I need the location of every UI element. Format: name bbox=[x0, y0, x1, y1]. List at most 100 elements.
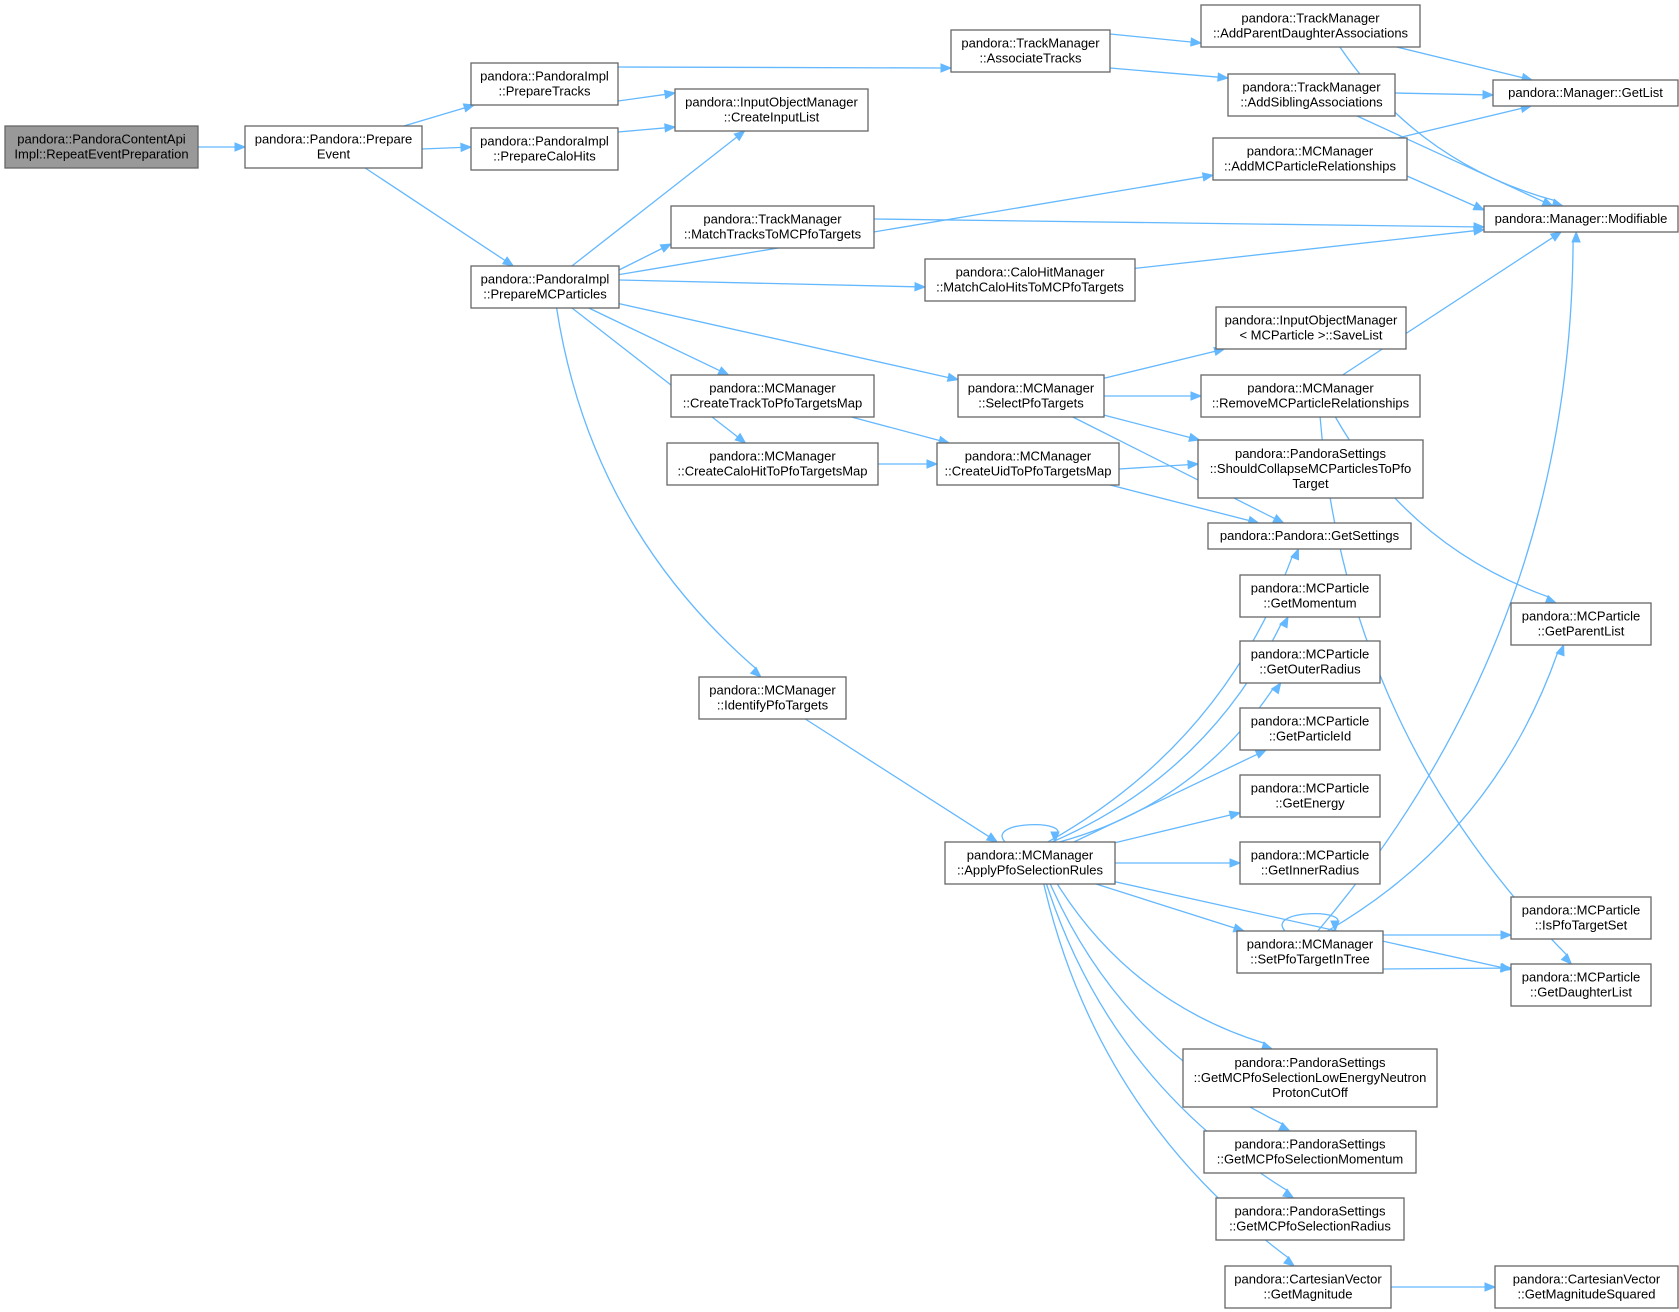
node-createTrackMap[interactable]: pandora::MCManager::CreateTrackToPfoTarg… bbox=[670, 374, 875, 418]
node-createCaloMap[interactable]: pandora::MCManager::CreateCaloHitToPfoTa… bbox=[666, 442, 879, 486]
node-prepareCaloHits[interactable]: pandora::PandoraImpl::PrepareCaloHits bbox=[470, 127, 619, 171]
node-identifyPfo[interactable]: pandora::MCManager::IdentifyPfoTargets bbox=[698, 676, 847, 720]
node-removeMCRel[interactable]: pandora::MCManager::RemoveMCParticleRela… bbox=[1200, 374, 1421, 418]
node-getMagnitude[interactable]: pandora::CartesianVector::GetMagnitude bbox=[1224, 1265, 1392, 1309]
edge-line bbox=[804, 718, 990, 838]
node-setPfoTarget[interactable]: pandora::MCManager::SetPfoTargetInTree bbox=[1236, 930, 1384, 974]
node-getDaughterList[interactable]: pandora::MCParticle::GetDaughterList bbox=[1510, 963, 1652, 1007]
edge-arrowhead bbox=[1279, 615, 1289, 629]
edge-arrowhead bbox=[234, 142, 247, 152]
edge-selectPfo-to-saveList bbox=[1103, 346, 1226, 379]
node-box bbox=[1215, 306, 1407, 350]
node-label-line: ::GetOuterRadius bbox=[1259, 662, 1361, 677]
node-label-line: ::AddParentDaughterAssociations bbox=[1213, 26, 1409, 41]
node-selectPfo[interactable]: pandora::MCManager::SelectPfoTargets bbox=[957, 374, 1105, 418]
node-label-line: ::PrepareMCParticles bbox=[483, 287, 607, 302]
node-applyPfo[interactable]: pandora::MCManager::ApplyPfoSelectionRul… bbox=[944, 841, 1116, 885]
node-box bbox=[1212, 137, 1408, 181]
edge-arrowhead bbox=[1500, 930, 1513, 940]
node-label-line: Target bbox=[1292, 476, 1329, 491]
edge-line bbox=[403, 106, 466, 127]
edge-addParentDaughter-to-getList bbox=[1396, 46, 1534, 83]
edge-line bbox=[1319, 416, 1569, 957]
node-getMagSquared[interactable]: pandora::CartesianVector::GetMagnitudeSq… bbox=[1494, 1265, 1679, 1309]
node-prepareMCParticles[interactable]: pandora::PandoraImpl::PrepareMCParticles bbox=[470, 265, 620, 309]
edge-arrowhead bbox=[1188, 432, 1201, 442]
node-isPfoTargetSet[interactable]: pandora::MCParticle::IsPfoTargetSet bbox=[1510, 896, 1652, 940]
node-label-line: pandora::InputObjectManager bbox=[1225, 313, 1398, 328]
edge-createCaloMap-to-createUidMap bbox=[877, 459, 939, 469]
node-prepareTracks[interactable]: pandora::PandoraImpl::PrepareTracks bbox=[470, 62, 619, 106]
node-label-line: pandora::PandoraContentApi bbox=[17, 132, 186, 147]
node-label-line: pandora::MCParticle bbox=[1251, 647, 1370, 662]
node-getInnerRadius[interactable]: pandora::MCParticle::GetInnerRadius bbox=[1239, 841, 1381, 885]
node-label-line: pandora::MCParticle bbox=[1251, 848, 1370, 863]
edge-line bbox=[1406, 175, 1477, 207]
edge-arrowhead bbox=[1270, 681, 1282, 695]
edge-arrowhead bbox=[462, 103, 476, 113]
node-getSelMomentum[interactable]: pandora::PandoraSettings::GetMCPfoSelect… bbox=[1203, 1130, 1417, 1174]
node-label-line: pandora::Manager::Modifiable bbox=[1495, 211, 1668, 226]
edge-associateTracks-to-addSibling bbox=[1109, 67, 1230, 82]
edge-arrowhead bbox=[1282, 1188, 1295, 1199]
edge-applyPfo-to-getEnergy bbox=[1114, 810, 1242, 844]
edge-line bbox=[1382, 967, 1503, 970]
node-modifiable[interactable]: pandora::Manager::Modifiable bbox=[1483, 205, 1679, 233]
node-getSettings[interactable]: pandora::Pandora::GetSettings bbox=[1207, 522, 1412, 550]
node-label-line: pandora::Manager::GetList bbox=[1508, 85, 1663, 100]
node-label-line: pandora::MCParticle bbox=[1522, 903, 1641, 918]
node-label-line: pandora::TrackManager bbox=[1242, 80, 1381, 95]
node-createUidMap[interactable]: pandora::MCManager::CreateUidToPfoTarget… bbox=[936, 442, 1120, 486]
edge-arrowhead bbox=[460, 142, 473, 153]
node-getSelRadius[interactable]: pandora::PandoraSettings::GetMCPfoSelect… bbox=[1215, 1197, 1405, 1241]
node-getOuterRadius[interactable]: pandora::MCParticle::GetOuterRadius bbox=[1239, 640, 1381, 684]
node-label-line: pandora::PandoraSettings bbox=[1234, 1137, 1386, 1152]
node-matchTracks[interactable]: pandora::TrackManager::MatchTracksToMCPf… bbox=[670, 205, 875, 249]
edge-arrowhead bbox=[1473, 226, 1486, 236]
node-addSibling[interactable]: pandora::TrackManager::AddSiblingAssocia… bbox=[1227, 73, 1396, 117]
edge-prepareMCParticles-to-selectPfo bbox=[618, 302, 960, 382]
node-label-line: pandora::MCManager bbox=[709, 683, 836, 698]
edge-prepareCaloHits-to-createInputList bbox=[617, 123, 677, 133]
node-addParentDaughter[interactable]: pandora::TrackManager::AddParentDaughter… bbox=[1200, 4, 1421, 48]
node-label-line: pandora::Pandora::GetSettings bbox=[1220, 528, 1400, 543]
node-getList[interactable]: pandora::Manager::GetList bbox=[1492, 79, 1679, 107]
edge-arrowhead bbox=[1283, 1255, 1296, 1267]
node-box bbox=[950, 29, 1111, 73]
edge-selectPfo-to-shouldCollapse bbox=[1103, 414, 1201, 442]
node-label-line: pandora::PandoraImpl bbox=[480, 134, 609, 149]
node-box bbox=[924, 258, 1136, 302]
node-label-line: pandora::Pandora::Prepare bbox=[255, 132, 413, 147]
node-getEnergy[interactable]: pandora::MCParticle::GetEnergy bbox=[1239, 774, 1381, 818]
edge-arrowhead bbox=[1272, 514, 1285, 524]
edge-prepareTracks-to-createInputList bbox=[617, 89, 677, 102]
node-box bbox=[1492, 79, 1679, 107]
edge-line bbox=[1317, 240, 1574, 932]
edge-applyPfo-to-getOuterRadius bbox=[1059, 681, 1282, 843]
node-saveList[interactable]: pandora::InputObjectManager< MCParticle … bbox=[1215, 306, 1407, 350]
node-createInputList[interactable]: pandora::InputObjectManager::CreateInput… bbox=[674, 88, 869, 132]
node-shouldCollapse[interactable]: pandora::PandoraSettings::ShouldCollapse… bbox=[1197, 439, 1424, 499]
edge-line bbox=[555, 307, 757, 670]
node-label-line: pandora::MCParticle bbox=[1251, 781, 1370, 796]
node-box bbox=[1239, 640, 1381, 684]
edge-line bbox=[588, 307, 721, 372]
node-label-line: pandora::MCManager bbox=[968, 381, 1095, 396]
node-label-line: ::GetMCPfoSelectionRadius bbox=[1229, 1219, 1391, 1234]
node-root[interactable]: pandora::PandoraContentApiImpl::RepeatEv… bbox=[4, 125, 199, 169]
node-getMomentum[interactable]: pandora::MCParticle::GetMomentum bbox=[1239, 574, 1381, 618]
node-box bbox=[957, 374, 1105, 418]
node-label-line: ::AddSiblingAssociations bbox=[1240, 95, 1383, 110]
node-getLowEnergy[interactable]: pandora::PandoraSettings::GetMCPfoSelect… bbox=[1182, 1048, 1438, 1108]
edge-applyPfo-to-setPfoTarget bbox=[1095, 883, 1246, 933]
node-label-line: ::RemoveMCParticleRelationships bbox=[1212, 396, 1410, 411]
node-label-line: pandora::MCParticle bbox=[1522, 609, 1641, 624]
node-label-line: pandora::PandoraSettings bbox=[1234, 1204, 1386, 1219]
node-matchCaloHits[interactable]: pandora::CaloHitManager::MatchCaloHitsTo… bbox=[924, 258, 1136, 302]
node-getParticleId[interactable]: pandora::MCParticle::GetParticleId bbox=[1239, 707, 1381, 751]
node-associateTracks[interactable]: pandora::TrackManager::AssociateTracks bbox=[950, 29, 1111, 73]
node-addMCRel[interactable]: pandora::MCManager::AddMCParticleRelatio… bbox=[1212, 137, 1408, 181]
node-getParentList[interactable]: pandora::MCParticle::GetParentList bbox=[1510, 602, 1652, 646]
edge-getMagnitude-to-getMagSquared bbox=[1391, 1282, 1497, 1292]
